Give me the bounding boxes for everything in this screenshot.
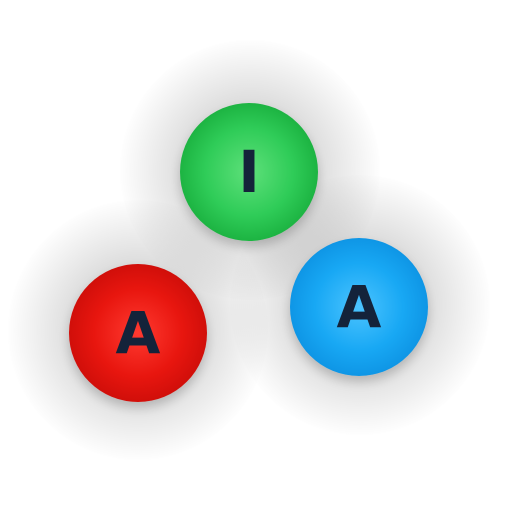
ball-letter: A xyxy=(336,273,382,341)
ball-letter: I xyxy=(238,138,260,206)
letter-ball-green[interactable]: I xyxy=(180,103,318,241)
letter-ball-red[interactable]: A xyxy=(69,264,207,402)
ball-letter: A xyxy=(115,299,161,367)
letter-ball-blue[interactable]: A xyxy=(290,238,428,376)
